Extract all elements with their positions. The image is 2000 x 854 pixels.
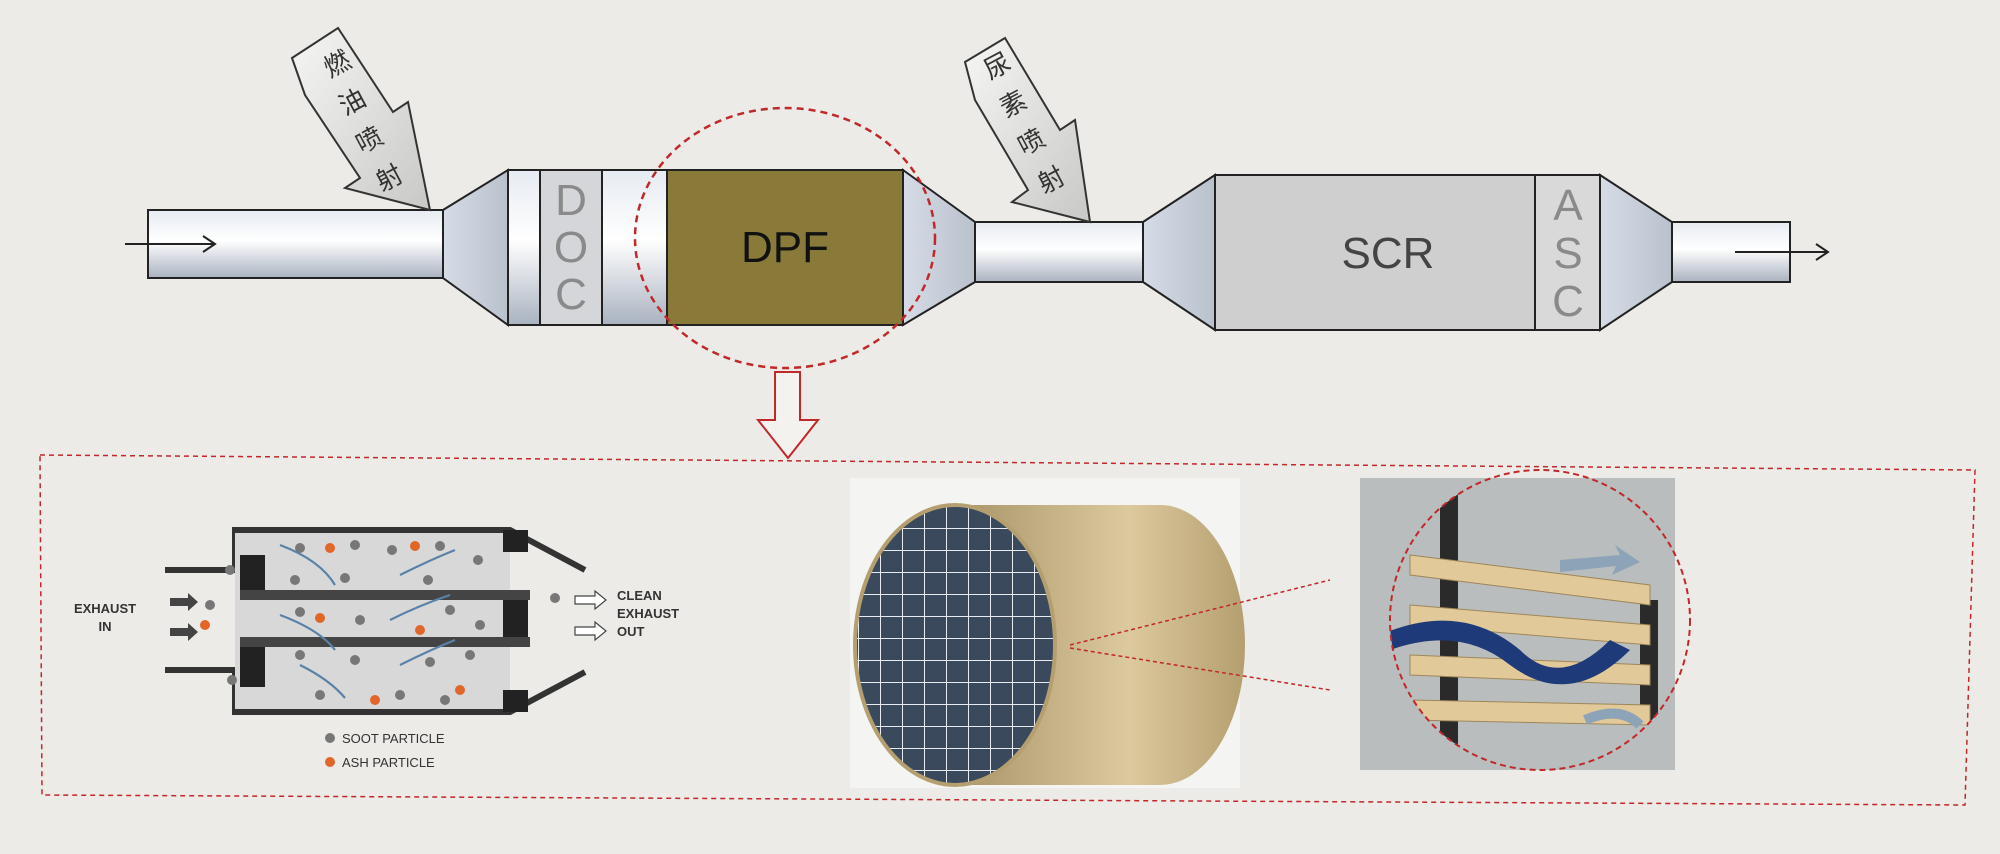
asc-letter-c: C xyxy=(1552,277,1584,326)
dpf-outlet-cone xyxy=(902,168,976,327)
outlet-cone xyxy=(1599,173,1673,332)
detail-panel-border xyxy=(39,454,1976,806)
inlet-arrow-icon xyxy=(125,235,217,253)
zoom-circle xyxy=(1389,469,1691,771)
clean-exhaust-label-2: EXHAUST xyxy=(617,606,679,621)
outlet-arrow-icon xyxy=(1735,243,1830,261)
soot-particles xyxy=(205,540,560,705)
dpf-shell-interior xyxy=(235,530,510,712)
flow-arrows xyxy=(279,543,456,699)
clean-exhaust-arrows-icon xyxy=(574,589,607,642)
asc-letter-s: S xyxy=(1553,229,1582,278)
scr-inlet-cone xyxy=(1142,173,1216,332)
doc-letter-c: C xyxy=(555,270,587,319)
scr-label: SCR xyxy=(1342,229,1435,278)
plug-3 xyxy=(503,600,528,637)
dpf-highlight-circle xyxy=(633,106,937,370)
legend-ash-label: ASH PARTICLE xyxy=(342,755,435,770)
plug-5 xyxy=(503,690,528,712)
exhaust-in-label-1: EXHAUST xyxy=(74,601,136,616)
middle-pipe xyxy=(974,221,1144,283)
filter-wall-2 xyxy=(240,637,530,647)
urea-injection-arrow: 尿 素 喷 射 xyxy=(963,36,1092,224)
zoom-line-bottom xyxy=(1069,647,1331,691)
cylinder-face-grid xyxy=(853,503,1057,787)
zoom-plug-right xyxy=(1640,600,1658,720)
plug-4 xyxy=(503,530,528,552)
zoom-flow-light-2 xyxy=(1583,708,1644,729)
channel-zoom-illustration xyxy=(1360,469,1691,771)
inlet-cone xyxy=(442,168,509,327)
filter-wall-1 xyxy=(240,590,530,600)
exhaust-in-arrows-icon xyxy=(170,593,198,641)
exhaust-in-label-2: IN xyxy=(99,619,112,634)
dpf-cross-section: EXHAUST IN CLEAN EXHAUST OUT SOOT PARTIC… xyxy=(74,527,679,770)
dpf-label: DPF xyxy=(741,223,829,272)
scr-block xyxy=(1214,174,1536,331)
doc-letter-d: D xyxy=(555,176,587,225)
zoom-flow-dark xyxy=(1390,620,1630,685)
ash-particles xyxy=(200,541,465,705)
exhaust-system: D O C DPF SCR A S C xyxy=(125,168,1830,332)
clean-exhaust-label-1: CLEAN xyxy=(617,588,662,603)
zoom-flow-light xyxy=(1560,545,1640,575)
down-arrow-icon xyxy=(755,371,821,460)
doc-letter-o: O xyxy=(554,223,588,272)
legend-soot-swatch xyxy=(325,733,335,743)
plug-1 xyxy=(240,555,265,590)
dpf-cylinder-illustration xyxy=(850,478,1331,788)
fuel-injection-arrow: 燃 油 喷 射 xyxy=(290,26,432,212)
legend-ash-swatch xyxy=(325,757,335,767)
asc-letter-a: A xyxy=(1553,181,1583,230)
asc-block xyxy=(1534,174,1601,331)
doc-block xyxy=(539,169,603,326)
zoom-line-top xyxy=(1069,579,1331,646)
zoom-wall-1 xyxy=(1409,554,1651,606)
clean-exhaust-label-3: OUT xyxy=(617,624,645,639)
legend-soot-label: SOOT PARTICLE xyxy=(342,731,445,746)
dpf-block xyxy=(666,169,904,326)
zoom-wall-2 xyxy=(1409,604,1651,646)
plug-2 xyxy=(240,647,265,687)
